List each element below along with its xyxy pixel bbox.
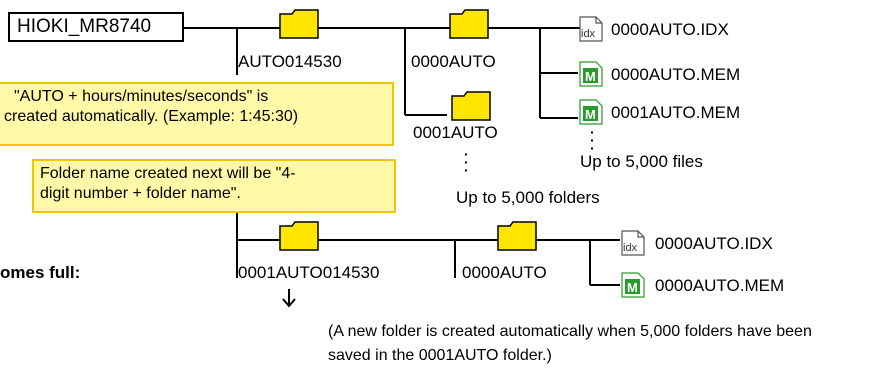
folder-0000auto-bottom-label: 0000AUTO xyxy=(462,263,547,282)
file-0000auto-idx-label: 0000AUTO.IDX xyxy=(611,20,729,39)
folder-icon xyxy=(279,221,319,251)
note-next-folder-name: Folder name created next will be "4- dig… xyxy=(32,159,396,213)
file-0000auto-idx-bottom-label: 0000AUTO.IDX xyxy=(655,234,773,253)
mem-file-icon: M xyxy=(579,99,603,125)
note-auto-naming: "AUTO + hours/minutes/seconds" is create… xyxy=(0,82,394,146)
mem-file-icon: M xyxy=(579,61,603,87)
root-folder-box: HIOKI_MR8740 xyxy=(8,12,184,42)
svg-text:idx: idx xyxy=(623,242,638,254)
folder-0001auto-label: 0001AUTO xyxy=(413,123,498,142)
svg-text:M: M xyxy=(627,280,638,295)
folders-continuation-dots: ··· xyxy=(464,146,469,178)
folder-0000auto-label: 0000AUTO xyxy=(411,52,496,71)
folder-0001auto014530-label: 0001AUTO014530 xyxy=(238,263,380,282)
files-limit-text: Up to 5,000 files xyxy=(580,152,703,171)
folder-icon xyxy=(451,91,491,121)
file-0000auto-mem-bottom-label: 0000AUTO.MEM xyxy=(655,276,785,295)
folder-icon xyxy=(449,9,489,39)
mem-file-icon: M xyxy=(621,272,645,298)
svg-text:idx: idx xyxy=(581,28,596,40)
file-0001auto-mem-label: 0001AUTO.MEM xyxy=(611,103,741,122)
files-continuation-dots: ··· xyxy=(590,124,595,156)
idx-file-icon: idx xyxy=(579,16,603,42)
folder-icon xyxy=(279,9,319,39)
folder-auto014530-label: AUTO014530 xyxy=(238,52,342,71)
svg-text:M: M xyxy=(585,107,596,122)
side-label: omes full: xyxy=(0,263,81,282)
down-arrow-icon xyxy=(282,289,296,308)
folders-limit-text: Up to 5,000 folders xyxy=(456,188,600,207)
folder-icon xyxy=(497,221,537,251)
svg-text:M: M xyxy=(585,69,596,84)
file-0000auto-mem-label: 0000AUTO.MEM xyxy=(611,65,741,84)
idx-file-icon: idx xyxy=(621,230,645,256)
caption: (A new folder is created automatically w… xyxy=(328,323,812,364)
